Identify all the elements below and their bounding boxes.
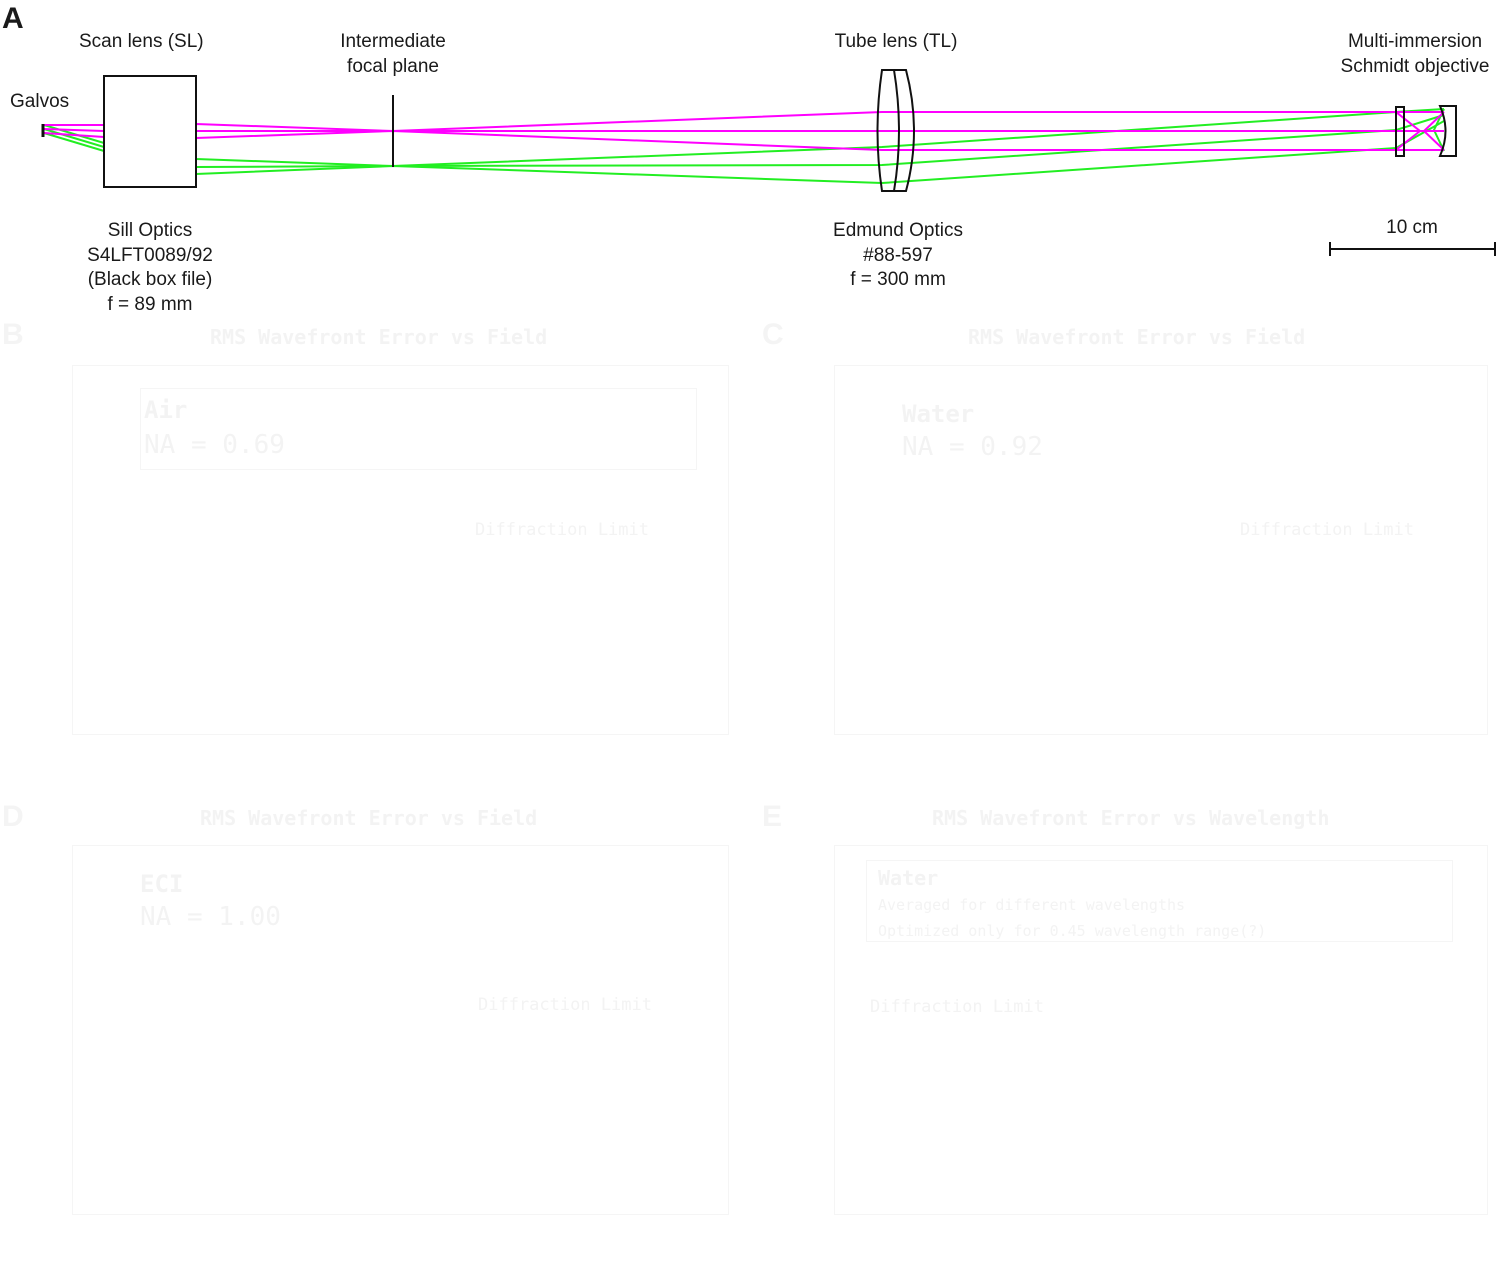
objective-label: Multi-immersion Schmidt objective [1333,30,1497,79]
faint-medium-d: ECI [140,870,184,898]
objective-label-line2: Schmidt objective [1340,55,1490,77]
faint-diff-c: Diffraction Limit [1240,520,1414,540]
faint-plot-area-d [72,845,729,1215]
spherical-mirror [1438,105,1457,157]
magenta-ray-mirror-return [1422,111,1445,151]
faint-medium-e: Water [878,866,939,890]
faint-legend-b [140,388,697,470]
scan-lens-spec-line4: f = 89 mm [107,293,193,315]
faint-na-c: NA = 0.92 [902,432,1043,462]
scan-lens-spec-line2: S4LFT0089/92 [87,244,213,266]
faint-letter-c: C [762,318,784,351]
scale-bar-label: 10 cm [1386,217,1438,238]
faint-title-d: RMS Wavefront Error vs Field [200,806,538,830]
optical-components [41,69,1457,192]
faint-medium-c: Water [902,400,975,428]
faint-diff-d: Diffraction Limit [478,995,652,1015]
scan-lens-label: Scan lens (SL) [79,31,204,52]
objective-label-line1: Multi-immersion [1347,31,1483,52]
scan-lens-spec-line1: Sill Optics [107,220,193,241]
intermediate-focal-plane-label: Intermediate focal plane [318,30,468,79]
faint-plot-area-c [834,365,1488,735]
optical-layout-diagram [41,69,1496,256]
intermediate-label-line1: Intermediate [340,31,446,52]
scan-lens-spec: Sill Optics S4LFT0089/92 (Black box file… [70,219,230,317]
faint-plot-area-e [834,845,1488,1215]
faint-na-d: NA = 1.00 [140,902,281,932]
intermediate-label-line2: focal plane [347,55,439,77]
faint-note2-e: Optimized only for 0.45 wavelength range… [878,922,1267,940]
faint-legend-e [866,860,1453,942]
tube-lens-spec-line1: Edmund Optics [833,220,963,241]
green-ray-bundle [43,108,1445,185]
tube-lens-spec-line3: f = 300 mm [850,269,946,290]
scan-lens-spec-line3: (Black box file) [87,269,213,290]
faint-note1-e: Averaged for different wavelengths [878,896,1186,914]
corrector-plate [1395,106,1405,157]
faint-na-b: NA = 0.69 [144,430,285,460]
scan-lens-box [103,75,197,188]
faint-letter-b: B [2,318,24,351]
tube-lens-interface [893,69,900,192]
faint-diff-e: Diffraction Limit [870,997,1044,1017]
magenta-ray-upper [44,111,1444,133]
tube-lens-spec: Edmund Optics #88-597 f = 300 mm [818,219,978,293]
faint-title-b: RMS Wavefront Error vs Field [210,325,548,349]
faint-title-e: RMS Wavefront Error vs Wavelength [932,806,1330,830]
faint-diff-b: Diffraction Limit [475,520,649,540]
tube-lens-outline [876,69,915,192]
panel-label: A [2,2,24,35]
faint-medium-b: Air [144,396,188,424]
magenta-ray-bundle [43,111,1445,151]
faint-letter-d: D [2,800,24,833]
tube-lens-label: Tube lens (TL) [834,31,958,52]
faint-letter-e: E [762,800,783,833]
faint-title-c: RMS Wavefront Error vs Field [968,325,1306,349]
faint-plot-area-b [72,365,729,735]
magenta-ray-chief [43,128,1444,132]
scale-bar [1329,242,1496,256]
tube-lens-spec-line2: #88-597 [863,244,933,266]
galvos-label: Galvos [10,91,70,112]
